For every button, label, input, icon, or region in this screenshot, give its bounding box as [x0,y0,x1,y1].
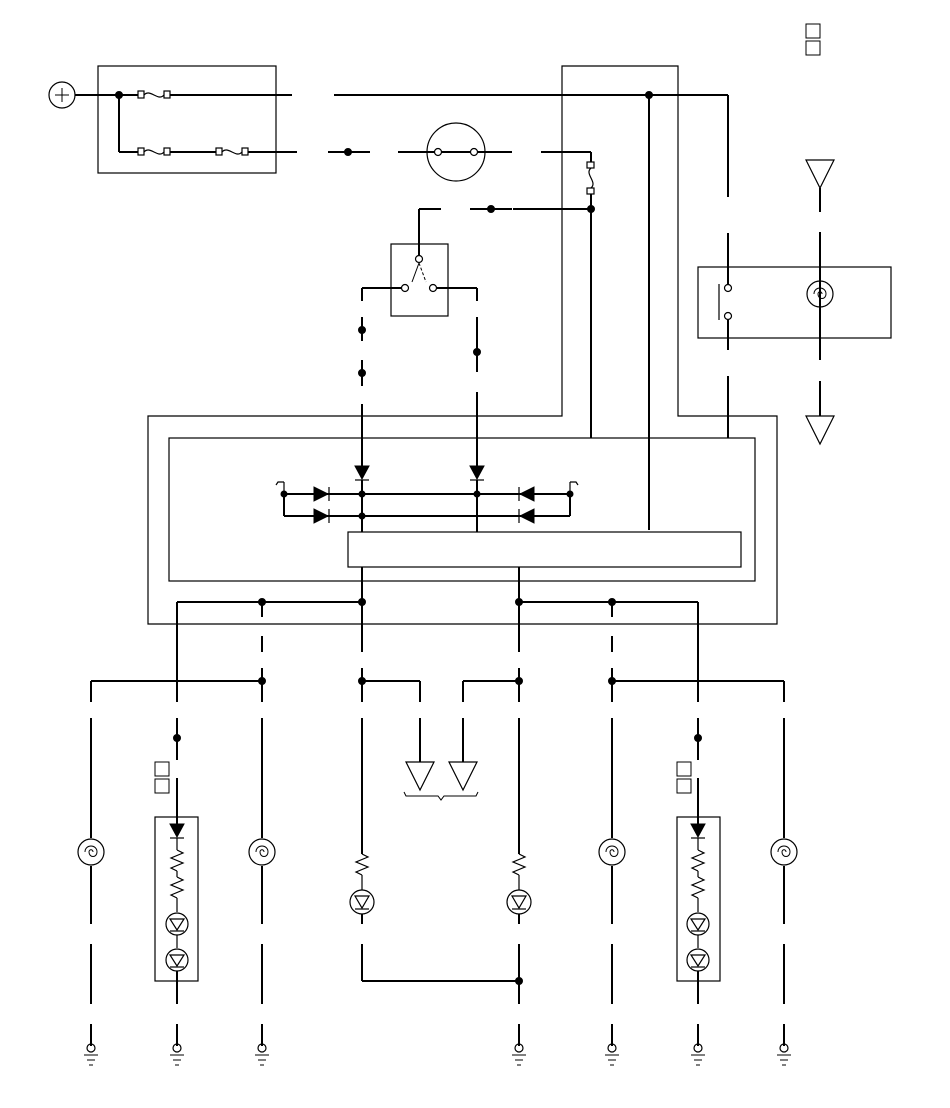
right-component-box [697,266,892,339]
junction-dot [473,348,481,356]
brace [403,791,479,801]
led-chain-symbol [165,823,189,972]
ground-icon [691,1043,705,1066]
bulb-symbol [77,838,105,866]
junction-dot [258,677,266,685]
led-resistor-symbol [506,853,532,915]
control-unit-inner-box [168,437,756,582]
connector-label-box [154,761,170,777]
bulb-symbol [598,838,626,866]
fuse-symbol [137,147,171,156]
ground-icon [170,1043,184,1066]
connector-triangle [805,159,835,190]
fuse-symbol [586,161,595,195]
switch-symbol [400,254,438,293]
ground-icon [777,1043,791,1066]
connector-label-box [676,761,692,777]
junction-dot [344,148,352,156]
junction-dot [608,677,616,685]
junction-dot [487,205,495,213]
connector-triangle [448,761,478,792]
bulb-symbol [770,838,798,866]
junction-dot [173,734,181,742]
connector-label-box [805,40,821,56]
ground-symbols [84,1043,791,1066]
control-circuit-box [347,531,742,568]
lamp-symbol [426,122,486,182]
switch-symbol [718,283,733,321]
connector-label-box [154,778,170,794]
switch-box [390,243,449,317]
battery-positive-symbol [48,81,76,109]
junction-dot [358,369,366,377]
fuse-symbol [215,147,249,156]
connector-label-box [805,23,821,39]
bulb-symbol [248,838,276,866]
junction-dot [358,326,366,334]
ground-icon [605,1043,619,1066]
ground-icon [512,1043,526,1066]
bulb-symbol [806,280,834,308]
connector-label-box [676,778,692,794]
diode-array [275,465,579,532]
led-chain-symbol [686,823,710,972]
fuse-symbol [137,90,171,99]
junction-dot [694,734,702,742]
ground-icon [255,1043,269,1066]
connector-triangle [805,415,835,446]
ground-icon [84,1043,98,1066]
led-resistor-symbol [349,853,375,915]
control-unit-outline [147,65,778,625]
fuse-box [97,65,277,174]
connector-triangle [405,761,435,792]
